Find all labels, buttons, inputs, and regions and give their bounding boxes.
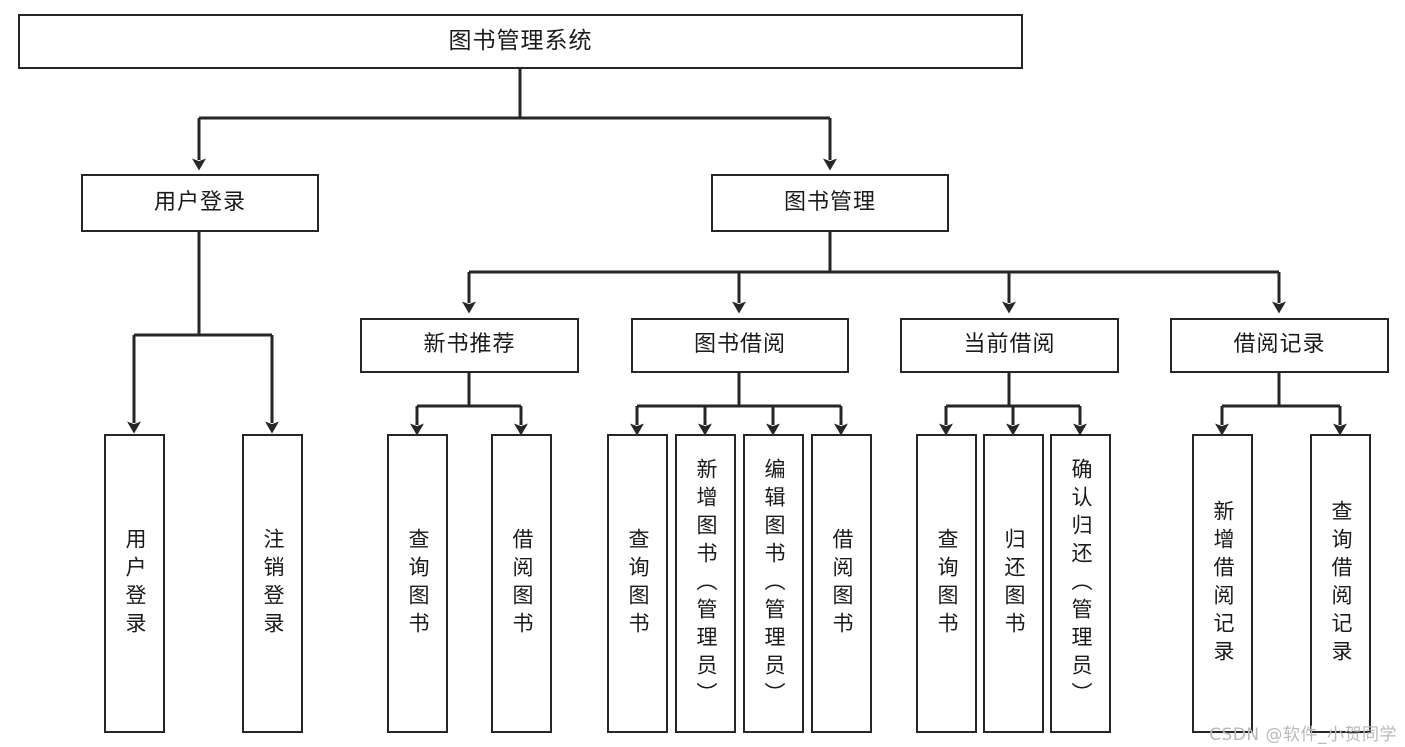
leaf-user-logout[interactable]: 注销登录 — [242, 434, 303, 733]
node-label: 注销登录 — [261, 527, 285, 640]
leaf-add-borrow-record[interactable]: 新增借阅记录 — [1192, 434, 1253, 733]
leaf-edit-book-admin[interactable]: 编辑图书（管理员） — [743, 434, 804, 733]
node-new-book-recommend[interactable]: 新书推荐 — [360, 318, 579, 373]
leaf-query-book-3[interactable]: 查询图书 — [916, 434, 977, 733]
node-label: 当前借阅 — [963, 332, 1056, 358]
node-label: 用户登录 — [123, 527, 147, 640]
node-label: 借阅记录 — [1233, 332, 1326, 358]
node-book-borrow[interactable]: 图书借阅 — [631, 318, 849, 373]
node-label: 图书管理 — [783, 189, 876, 215]
leaf-confirm-return-admin[interactable]: 确认归还（管理员） — [1050, 434, 1111, 733]
leaf-borrow-book-2[interactable]: 借阅图书 — [811, 434, 872, 733]
watermark-text: CSDN @软件_小贺同学 — [1209, 725, 1397, 745]
leaf-query-book-1[interactable]: 查询图书 — [387, 434, 448, 733]
node-label: 借阅图书 — [510, 527, 534, 640]
node-label: 编辑图书（管理员） — [762, 457, 786, 710]
node-current-borrow[interactable]: 当前借阅 — [900, 318, 1119, 373]
node-label: 图书管理系统 — [448, 27, 593, 54]
node-label: 查询图书 — [406, 527, 430, 640]
node-label: 新增借阅记录 — [1211, 499, 1235, 668]
leaf-query-book-2[interactable]: 查询图书 — [607, 434, 668, 733]
node-label: 归还图书 — [1002, 527, 1026, 640]
node-borrow-record[interactable]: 借阅记录 — [1170, 318, 1389, 373]
node-label: 用户登录 — [153, 189, 246, 215]
node-label: 图书借阅 — [693, 332, 786, 358]
leaf-borrow-book-1[interactable]: 借阅图书 — [491, 434, 552, 733]
node-label: 查询图书 — [935, 527, 959, 640]
node-book-management[interactable]: 图书管理 — [711, 174, 949, 232]
node-label: 借阅图书 — [830, 527, 854, 640]
node-label: 查询借阅记录 — [1329, 499, 1353, 668]
node-label: 新增图书（管理员） — [694, 457, 718, 710]
node-user-login[interactable]: 用户登录 — [81, 174, 319, 232]
node-label: 查询图书 — [626, 527, 650, 640]
leaf-query-borrow-record[interactable]: 查询借阅记录 — [1310, 434, 1371, 733]
leaf-add-book-admin[interactable]: 新增图书（管理员） — [675, 434, 736, 733]
leaf-return-book[interactable]: 归还图书 — [983, 434, 1044, 733]
leaf-user-login[interactable]: 用户登录 — [104, 434, 165, 733]
node-label: 确认归还（管理员） — [1069, 457, 1093, 710]
node-label: 新书推荐 — [423, 332, 516, 358]
node-root-system[interactable]: 图书管理系统 — [18, 14, 1023, 69]
